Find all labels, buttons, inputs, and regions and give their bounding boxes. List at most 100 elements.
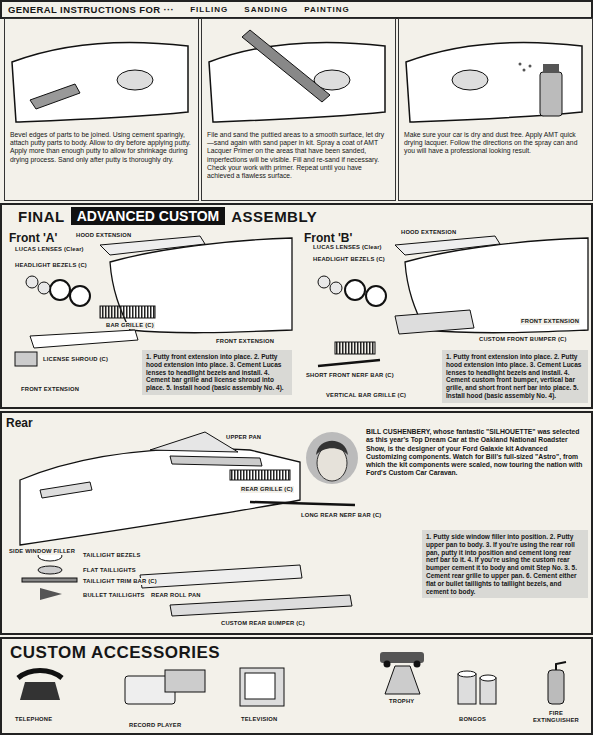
instruction-box: 1. Putty front extension into place. 2. … (142, 350, 292, 395)
instruction-panel: Make sure your car is dry and dust free.… (398, 18, 593, 201)
taillight-pod (117, 70, 153, 90)
portrait (306, 432, 358, 484)
instruction-text: 1. Putty front extension into place. 2. … (146, 353, 288, 392)
trim-bar (22, 578, 77, 582)
nozzle (556, 662, 566, 670)
part-label: TAILLIGHT TRIM BAR (C) (82, 578, 158, 585)
front-extension (30, 330, 138, 348)
instruction-text: Make sure your car is dry and dust free.… (404, 131, 587, 156)
section-panel: Front 'A' 1. Putty front extension into p… (5, 228, 297, 408)
part-label: REAR ROLL PAN (150, 592, 202, 599)
part-label: FIRE EXTINGUISHER (530, 710, 582, 724)
putty-tube (30, 84, 80, 109)
fender (12, 43, 188, 122)
spray-can (540, 72, 562, 116)
section-panel: CUSTOM ACCESSORIES (0, 637, 593, 735)
part-label: RECORD PLAYER (128, 722, 182, 729)
part-label: HEADLIGHT BEZELS (C) (312, 256, 386, 263)
upper-pan (170, 456, 262, 466)
part-label: LICENSE SHROUD (C) (42, 356, 109, 363)
hood-extension (395, 236, 500, 255)
part-label: BAR GRILLE (C) (105, 322, 155, 329)
bar-grille (100, 306, 155, 318)
car-body (20, 449, 300, 545)
wheel (384, 661, 391, 668)
instruction-box: 1. Putty side window filler into positio… (422, 530, 588, 598)
part-label: SIDE WINDOW FILLER (8, 548, 76, 555)
part-label: HOOD EXTENSION (75, 232, 132, 239)
roll-pan (140, 565, 302, 588)
instruction-box: 1. Putty front extension into place. 2. … (442, 350, 588, 403)
part-label: TAILLIGHT BEZELS (82, 552, 142, 559)
part-label: CUSTOM FRONT BUMPER (C) (478, 336, 568, 343)
section-panel: GENERAL INSTRUCTIONS FOR ···FILLINGSANDI… (0, 0, 593, 19)
television-icon (240, 668, 284, 706)
nerf-bar (250, 502, 355, 505)
bullet-taillight (40, 588, 62, 600)
handset (18, 671, 62, 679)
spray-cap (543, 64, 559, 73)
flat-taillight (38, 566, 62, 574)
part-label: LUCAS LENSES (Clear) (14, 246, 85, 253)
instruction-text: 1. Putty side window filler into positio… (426, 533, 584, 595)
nerf-bar (318, 360, 380, 366)
record-player-lid (165, 670, 205, 692)
bongo-head (458, 671, 476, 677)
bongo (480, 678, 496, 704)
lens (330, 282, 342, 294)
tv-screen (245, 673, 275, 699)
window-filler (40, 482, 92, 498)
part-label: TROPHY (388, 698, 415, 705)
license-shroud (15, 352, 37, 366)
instruction-panel: Bevel edges of parts to be joined. Using… (4, 18, 199, 201)
part-label: CUSTOM REAR BUMPER (C) (220, 620, 306, 627)
hair (316, 441, 348, 455)
part-label: TELEPHONE (14, 716, 53, 723)
heading-row: GENERAL INSTRUCTIONS FOR ···FILLINGSANDI… (2, 2, 591, 17)
front-bumper (395, 310, 474, 334)
part-label: TELEVISION (240, 716, 278, 723)
file-tool (242, 30, 330, 102)
spray-dot (529, 65, 532, 68)
part-label: LUCAS LENSES (Clear) (312, 244, 383, 251)
trophy-icon (385, 666, 420, 694)
extinguisher-icon (548, 670, 564, 704)
heading-text: CUSTOM ACCESSORIES (2, 639, 228, 667)
telephone-icon (20, 682, 60, 700)
lens (318, 276, 330, 288)
heading-text: Rear (2, 414, 37, 432)
headlight-bezel (70, 286, 90, 306)
part-label: FRONT EXTENSION (215, 338, 275, 345)
heading-row: FINALADVANCED CUSTOMASSEMBLY (2, 205, 591, 227)
bongo (458, 674, 476, 704)
heading-text: GENERAL INSTRUCTIONS FOR ··· (8, 4, 174, 15)
taillight-pod (452, 70, 488, 90)
part-label: FLAT TAILLIGHTS (82, 567, 137, 574)
spray-dot (519, 63, 522, 66)
part-label: BULLET TAILLIGHTS (82, 592, 146, 599)
lens (38, 282, 50, 294)
instruction-text: 1. Putty front extension into place. 2. … (446, 353, 584, 400)
part-label: VERTICAL BAR GRILLE (C) (325, 392, 407, 399)
part-label: REAR GRILLE (C) (240, 486, 294, 493)
part-label: UPPER PAN (225, 434, 262, 441)
part-label: LONG REAR NERF BAR (C) (300, 512, 382, 519)
headlight-bezel (50, 280, 70, 300)
heading-text: Front 'A' (5, 229, 61, 247)
spray-dot (523, 69, 526, 72)
rear-grille (230, 470, 290, 480)
headlight-bezel (366, 286, 386, 306)
heading-text: FINAL (18, 208, 65, 225)
part-label: FRONT EXTENSION (520, 318, 580, 325)
lens (26, 276, 38, 288)
heading-text: ASSEMBLY (231, 208, 317, 225)
wheel (414, 661, 421, 668)
part-label: HEADLIGHT BEZELS (C) (14, 262, 88, 269)
heading-text: FILLING (190, 5, 228, 14)
heading-text: PAINTING (304, 5, 350, 14)
instruction-panel: File and sand the puttied areas to a smo… (201, 18, 396, 201)
instruction-text: Bevel edges of parts to be joined. Using… (10, 131, 193, 164)
instruction-text: File and sand the puttied areas to a smo… (207, 131, 390, 180)
headlight-bezel (345, 280, 365, 300)
